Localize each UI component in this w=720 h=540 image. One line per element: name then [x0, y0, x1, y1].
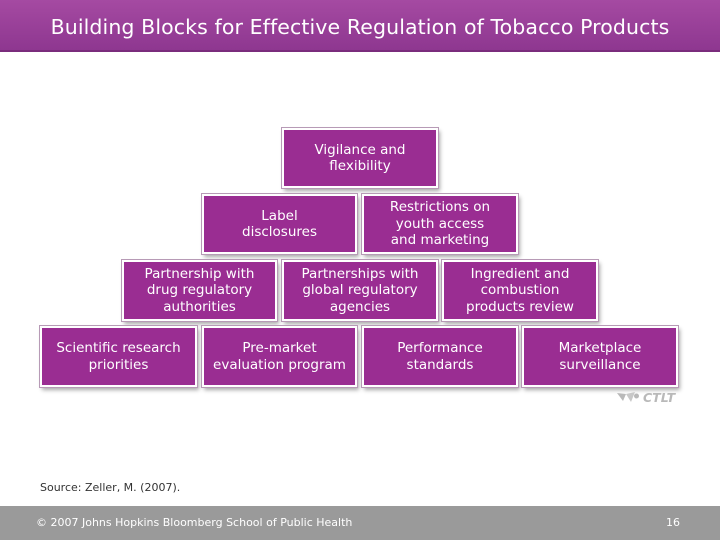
ctlt-logo: CTLT [616, 389, 675, 405]
copyright-text: © 2007 Johns Hopkins Bloomberg School of… [36, 516, 353, 529]
block-marketplace: Marketplace surveillance [521, 325, 679, 388]
block-pre-market: Pre-market evaluation program [201, 325, 358, 388]
ctlt-logo-text: CTLT [643, 389, 676, 405]
source-citation: Source: Zeller, M. (2007). [40, 481, 181, 494]
block-label: Label disclosures [242, 207, 317, 241]
block-label: Partnership with drug regulatory authori… [144, 265, 255, 315]
block-label: Restrictions on youth access and marketi… [389, 199, 491, 249]
footer-bar: © 2007 Johns Hopkins Bloomberg School of… [0, 506, 720, 540]
block-label-disclosures: Label disclosures [201, 193, 358, 255]
block-drug-partnership: Partnership with drug regulatory authori… [121, 259, 278, 322]
block-performance: Performance standards [361, 325, 519, 388]
block-label: Performance standards [397, 340, 483, 373]
block-restrictions: Restrictions on youth access and marketi… [361, 193, 519, 255]
ctlt-logo-icon [616, 390, 640, 404]
block-label: Pre-market evaluation program [213, 340, 346, 373]
title-bar: Building Blocks for Effective Regulation… [0, 0, 720, 52]
block-vigilance: Vigilance and flexibility [281, 127, 439, 189]
block-label: Ingredient and combustion products revie… [466, 265, 574, 315]
block-label: Marketplace surveillance [558, 340, 642, 373]
block-scientific-research: Scientific research priorities [39, 325, 198, 388]
block-label: Partnerships with global regulatory agen… [301, 265, 419, 315]
block-global-partnerships: Partnerships with global regulatory agen… [281, 259, 439, 322]
block-ingredient-review: Ingredient and combustion products revie… [441, 259, 599, 322]
page-number: 16 [666, 516, 680, 529]
block-label: Scientific research priorities [56, 340, 181, 373]
block-label: Vigilance and flexibility [314, 141, 406, 175]
slide-title: Building Blocks for Effective Regulation… [50, 15, 670, 39]
